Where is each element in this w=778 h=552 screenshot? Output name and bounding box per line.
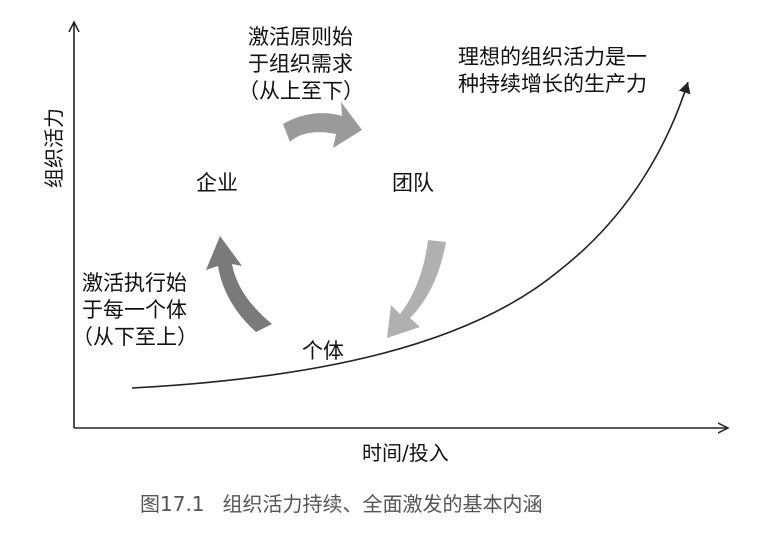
left-note-line-3: （从下至上） <box>72 325 198 349</box>
top-note-line-2: 于组织需求 <box>248 52 353 76</box>
curve-note-line-1: 理想的组织活力是一 <box>458 45 647 69</box>
left-note-line-1: 激活执行始 <box>82 271 187 295</box>
left-cycle-arrow <box>206 236 272 332</box>
figure-caption-text: 组织活力持续、全面激发的基本内涵 <box>222 492 543 516</box>
node-enterprise: 企业 <box>196 171 238 195</box>
figure-caption: 图17.1 组织活力持续、全面激发的基本内涵 <box>140 488 543 517</box>
top-note-line-1: 激活原则始 <box>248 25 353 49</box>
top-note-line-3: （从上至下） <box>238 79 364 103</box>
growth-curve <box>131 81 691 389</box>
y-axis-label: 组织活力 <box>42 108 66 188</box>
left-note-line-2: 于每一个体 <box>82 298 187 322</box>
node-team: 团队 <box>392 171 434 195</box>
figure-number: 图17.1 <box>140 492 205 516</box>
right-cycle-arrow <box>387 240 446 338</box>
curve-note-line-2: 种持续增长的生产力 <box>458 72 647 96</box>
x-axis-label: 时间/投入 <box>362 441 449 465</box>
node-individual: 个体 <box>302 339 344 363</box>
top-cycle-arrow <box>283 102 362 148</box>
